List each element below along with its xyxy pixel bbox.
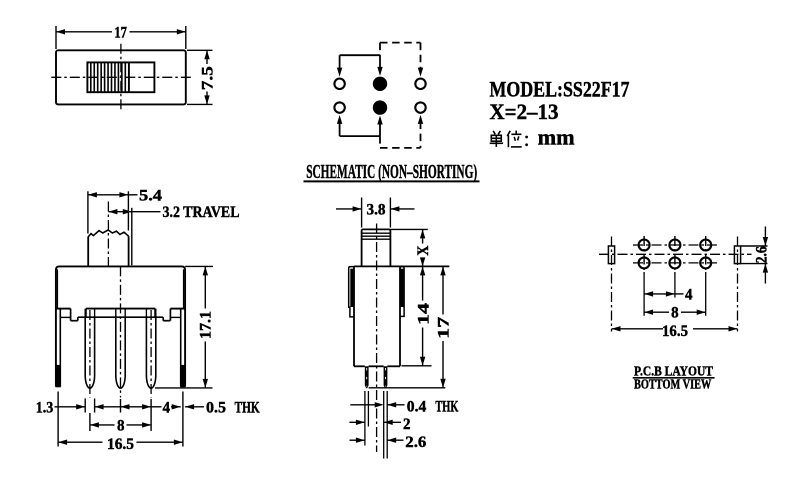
svg-text:4: 4: [685, 286, 693, 303]
svg-text:2.6: 2.6: [405, 434, 426, 451]
svg-text:THK: THK: [435, 399, 458, 416]
svg-text:5.4: 5.4: [139, 187, 162, 204]
svg-text:X: X: [415, 245, 432, 255]
svg-text:17.1: 17.1: [198, 311, 215, 339]
svg-text:0.5: 0.5: [206, 399, 226, 416]
svg-text:8: 8: [117, 417, 125, 434]
svg-text:3.8: 3.8: [367, 201, 386, 218]
svg-text:4: 4: [163, 399, 171, 416]
svg-text:8: 8: [671, 305, 679, 322]
svg-text:16.5: 16.5: [107, 436, 134, 453]
svg-text:BOTTOM VIEW: BOTTOM VIEW: [634, 376, 712, 391]
svg-text:X=2–13: X=2–13: [490, 99, 559, 124]
svg-text:2: 2: [403, 416, 411, 433]
svg-text:THK: THK: [235, 399, 260, 416]
svg-text:P.C.B LAYOUT: P.C.B LAYOUT: [634, 363, 713, 378]
svg-text:7.5: 7.5: [200, 66, 217, 90]
svg-text:17: 17: [114, 24, 127, 41]
svg-text:mm: mm: [538, 125, 575, 150]
svg-text:SCHEMATIC (NON–SHORTING): SCHEMATIC (NON–SHORTING): [306, 161, 477, 183]
svg-text:MODEL:SS22F17: MODEL:SS22F17: [490, 76, 630, 101]
svg-text:1.3: 1.3: [36, 399, 54, 416]
svg-text:14: 14: [416, 303, 433, 325]
svg-text:3.2 TRAVEL: 3.2 TRAVEL: [163, 204, 240, 221]
svg-text:17: 17: [436, 317, 453, 339]
svg-text:0.4: 0.4: [407, 399, 427, 416]
svg-text:2.6: 2.6: [753, 246, 770, 263]
svg-text:16.5: 16.5: [662, 323, 688, 340]
